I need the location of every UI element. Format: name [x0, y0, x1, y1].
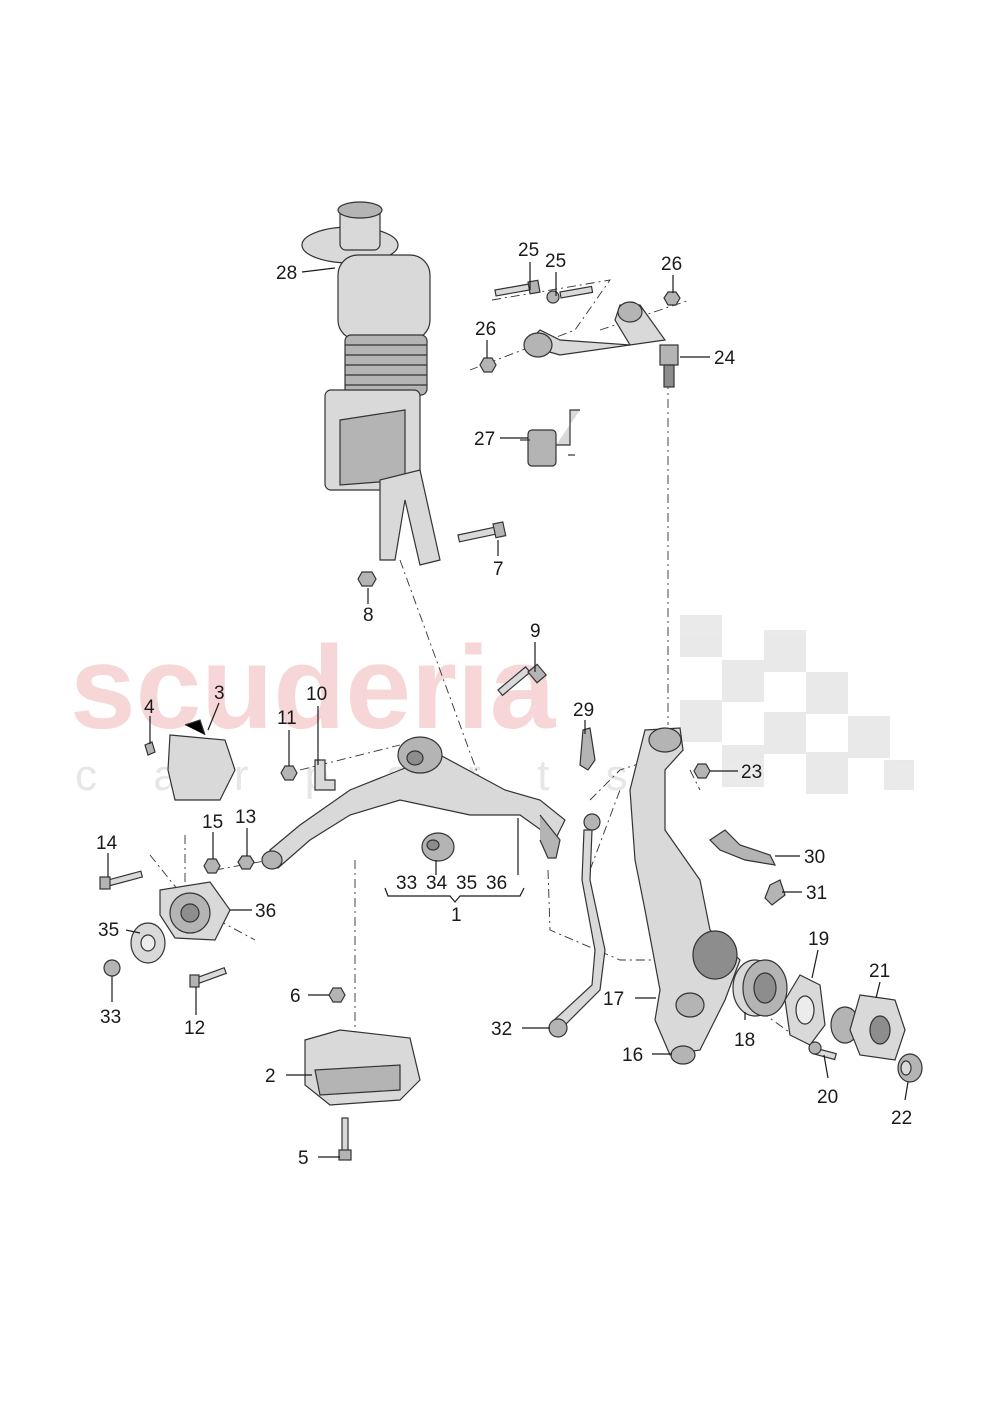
dust-shield[interactable] — [784, 974, 826, 1046]
air-spring-strut[interactable] — [301, 201, 441, 566]
callout-25-second: 25 — [545, 251, 566, 272]
callout-35-group: 35 — [456, 873, 477, 894]
callout-35: 35 — [98, 920, 119, 941]
callout-33-group: 33 — [396, 873, 417, 894]
callout-7: 7 — [493, 559, 504, 580]
lock-nut[interactable] — [237, 855, 255, 870]
hub-collar-nut[interactable] — [897, 1053, 923, 1083]
callout-15: 15 — [202, 812, 223, 833]
rubber-mount[interactable] — [159, 881, 231, 941]
callout-2: 2 — [265, 1066, 276, 1087]
bearing-bolt[interactable] — [99, 870, 144, 890]
callout-29: 29 — [573, 700, 594, 721]
wheel-bearing[interactable] — [732, 959, 788, 1017]
upper-arm-bolt-2[interactable] — [546, 285, 594, 304]
callout-13: 13 — [235, 807, 256, 828]
callout-16: 16 — [622, 1045, 643, 1066]
callout-20: 20 — [817, 1087, 838, 1108]
underbody-cover[interactable] — [304, 1029, 421, 1106]
upper-arm-nut[interactable] — [479, 357, 497, 373]
callout-22: 22 — [891, 1108, 912, 1129]
watermark-brand: scuderia — [70, 622, 557, 754]
upper-arm-bolt[interactable] — [494, 279, 541, 297]
callout-5: 5 — [298, 1148, 309, 1169]
callout-4: 4 — [144, 697, 155, 718]
upper-arm-nut-2[interactable] — [663, 291, 681, 306]
bearing-cover[interactable] — [167, 719, 236, 801]
callout-30: 30 — [804, 847, 825, 868]
hub-bolt[interactable] — [808, 1041, 837, 1061]
washer-bolt[interactable] — [103, 959, 121, 977]
callout-6: 6 — [290, 986, 301, 1007]
upper-control-arm[interactable] — [523, 301, 679, 388]
abs-sensor-bracket[interactable] — [709, 829, 777, 866]
lower-control-arm[interactable] — [261, 736, 566, 870]
callout-34: 34 — [426, 873, 448, 894]
wheel-knuckle[interactable] — [629, 727, 741, 1056]
cover-bolt[interactable] — [338, 1117, 352, 1161]
callout-26-second: 26 — [475, 319, 496, 340]
callout-17: 17 — [603, 989, 624, 1010]
tie-rod[interactable] — [548, 813, 606, 1038]
callout-8: 8 — [363, 605, 374, 626]
callout-12: 12 — [184, 1018, 205, 1039]
washer-nut[interactable] — [203, 858, 221, 874]
checkered-flag-watermark — [680, 615, 914, 794]
bracket[interactable] — [314, 759, 336, 791]
callout-28: 28 — [276, 263, 297, 284]
ride-height-sensor[interactable] — [520, 409, 580, 467]
callout-36: 36 — [255, 901, 276, 922]
callout-14: 14 — [96, 833, 118, 854]
callout-leaders — [107, 262, 909, 1158]
callout-32: 32 — [491, 1019, 512, 1040]
callout-27: 27 — [474, 429, 495, 450]
lower-arm-bolt[interactable] — [497, 663, 548, 697]
callout-1: 1 — [451, 905, 462, 926]
watermark: scuderia c a r p a r t s — [70, 615, 914, 800]
callout-21: 21 — [869, 961, 890, 982]
hose-bracket[interactable] — [579, 727, 596, 771]
bracket-nut[interactable] — [280, 765, 298, 781]
callout-36-group: 36 — [486, 873, 507, 894]
callout-9: 9 — [530, 621, 541, 642]
callout-33: 33 — [100, 1007, 121, 1028]
knuckle-nut[interactable] — [693, 763, 711, 779]
strut-mounting-nut[interactable] — [357, 571, 377, 587]
callout-labels: 28 25 25 26 26 24 27 7 8 9 10 11 3 4 29 … — [96, 240, 912, 1169]
control-arm-bushing[interactable] — [421, 832, 455, 862]
callout-23: 23 — [741, 762, 762, 783]
wheel-hub[interactable] — [830, 994, 906, 1061]
callout-24: 24 — [714, 348, 736, 369]
callout-26: 26 — [661, 254, 682, 275]
callout-11: 11 — [277, 708, 297, 729]
callout-10: 10 — [306, 684, 327, 705]
callout-25: 25 — [518, 240, 539, 261]
strut-mounting-bolt[interactable] — [457, 521, 507, 543]
thrust-washer[interactable] — [130, 922, 166, 964]
callout-19: 19 — [808, 929, 829, 950]
mount-bolt[interactable] — [189, 966, 228, 988]
callout-31: 31 — [806, 883, 827, 904]
knuckle-buffer[interactable] — [670, 1045, 696, 1065]
cover-nut[interactable] — [328, 987, 346, 1003]
callout-3: 3 — [214, 683, 225, 704]
abs-wheel-speed-sensor[interactable] — [764, 879, 786, 906]
callout-18: 18 — [734, 1030, 755, 1051]
